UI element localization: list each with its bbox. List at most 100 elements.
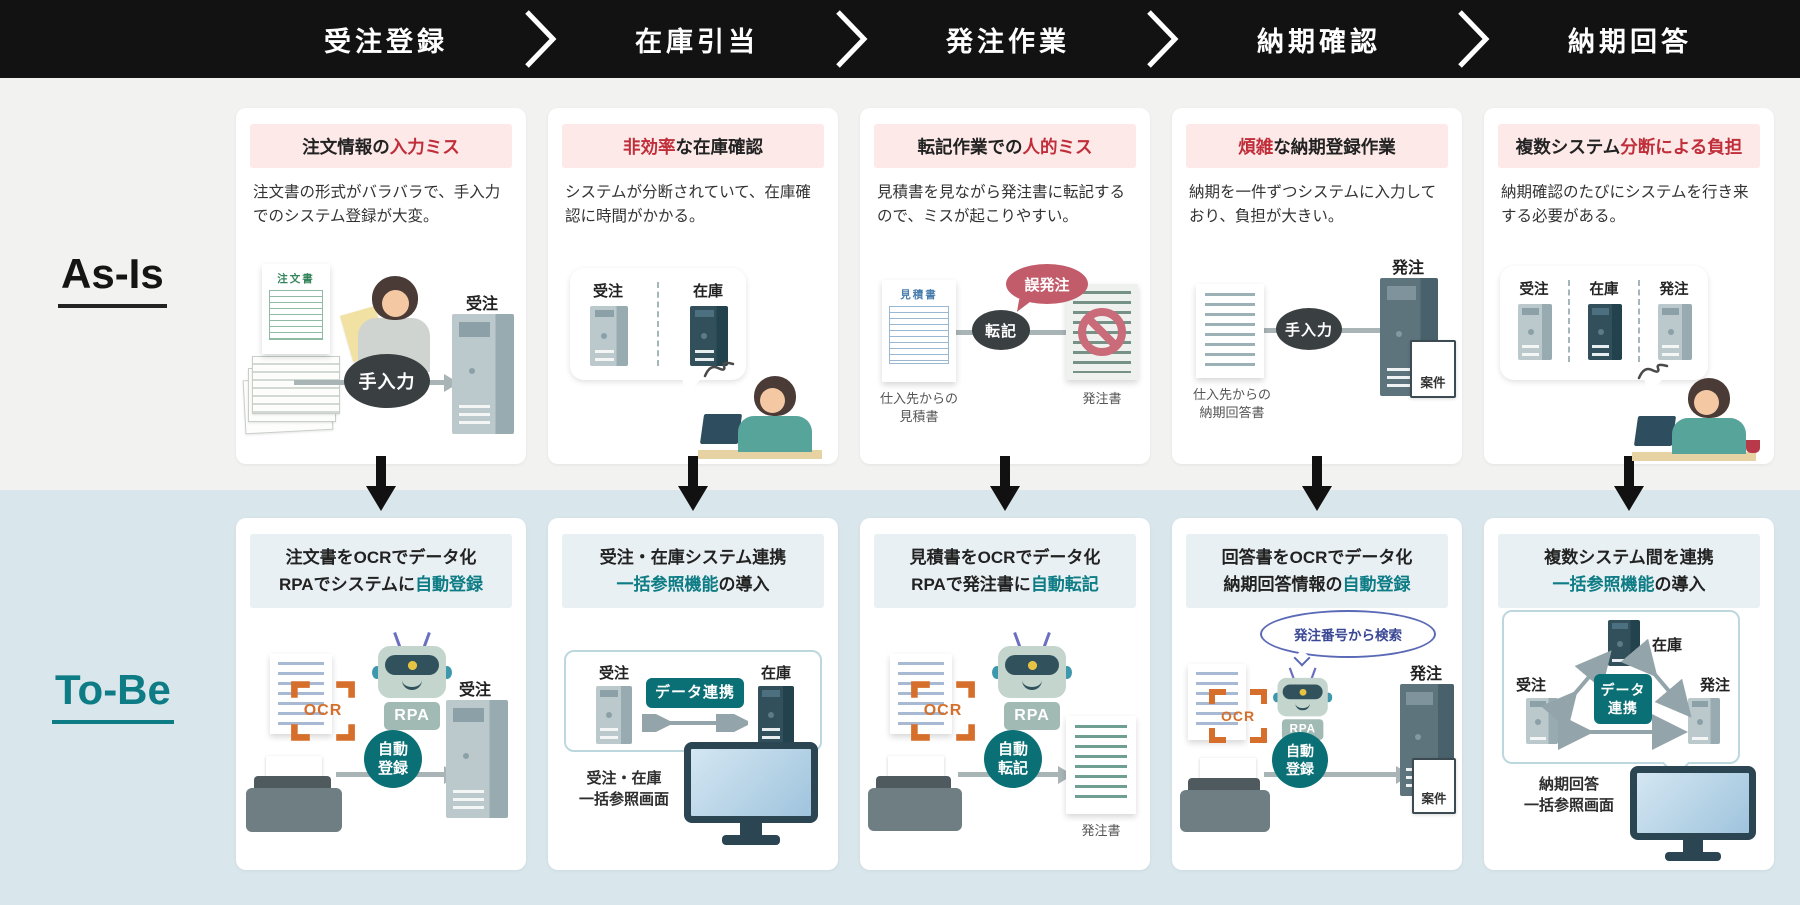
server-icon (1588, 304, 1622, 360)
server-icon (1658, 304, 1692, 360)
scanned-document-icon (1188, 664, 1246, 740)
auto-register-badge: 自動 登録 (1272, 732, 1328, 788)
dashed-divider (1568, 280, 1570, 362)
screen-caption: 納期回答 一括参照画面 (1523, 776, 1614, 814)
scanner-printer-icon (1180, 758, 1270, 834)
server-label: 受注 (458, 682, 491, 699)
problem-title: 煩雑な納期登録作業 (1186, 124, 1448, 168)
asis-to-tobe-arrow (1302, 456, 1332, 514)
double-arrow-icon (642, 714, 748, 732)
prohibition-icon (1078, 308, 1126, 356)
problem-title: 複数システム分断による負担 (1498, 124, 1760, 168)
asis-to-tobe-arrow (678, 456, 708, 514)
server-icon (590, 306, 628, 366)
auto-register-badge: 自動 登録 (364, 730, 422, 788)
tobe-card-inventory-allocation: 受注・在庫システム連携 一括参照機能の導入 受注 在庫 データ連携 受注・在庫 … (548, 518, 838, 870)
chevron-icon (525, 10, 557, 68)
systems-speech-bubble: 受注 在庫 (570, 268, 746, 394)
purchase-order-caption: 発注書 (1081, 823, 1121, 838)
data-link-badge: データ連携 (646, 678, 744, 708)
scanner-printer-icon (246, 756, 342, 836)
dashed-divider (1638, 280, 1640, 362)
auto-transcribe-badge: 自動 転記 (984, 730, 1042, 788)
frustrated-worker-laptop-icon (698, 361, 828, 460)
problem-description: システムが分断されていて、在庫確認に時間がかかる。 (565, 184, 811, 226)
ocr-frame-icon: OCR (910, 678, 976, 744)
screen-caption: 受注・在庫 一括参照画面 (578, 770, 669, 808)
purchase-order-document-icon (1066, 716, 1136, 814)
step-inventory-allocation: 在庫引当 (635, 26, 759, 57)
problem-description: 見積書を見ながら発注書に転記するので、ミスが起こりやすい。 (877, 184, 1126, 226)
frustration-squiggle-icon (1637, 363, 1669, 380)
case-file-icon: 案件 (1412, 758, 1456, 814)
problem-description: 注文書の形式がバラバラで、手入力でのシステム登録が大変。 (253, 184, 501, 226)
rpa-robot-icon: RPA (992, 630, 1072, 734)
tobe-card-delivery-confirmation: 回答書をOCRでデータ化 納期回答情報の自動登録 OCR 発注番号から検索 RP… (1172, 518, 1462, 870)
tobe-card-purchase-work: 見積書をOCRでデータ化 RPAで発注書に自動転記 OCR RPA 自動 転記 … (860, 518, 1150, 870)
case-file-icon: 案件 (1410, 340, 1456, 398)
rpa-tag: RPA (1004, 702, 1060, 730)
solution-title: 注文書をOCRでデータ化 RPAでシステムに自動登録 (250, 534, 512, 609)
rpa-tag: RPA (384, 702, 440, 730)
step-delivery-reply: 納期回答 (1568, 26, 1692, 57)
chevron-icon (1458, 10, 1490, 68)
solution-title: 見積書をOCRでデータ化 RPAで発注書に自動転記 (874, 534, 1136, 609)
scanned-document-icon (270, 654, 332, 734)
linked-systems-box: 在庫 受注 発注 データ 連携 (1502, 610, 1740, 764)
search-by-order-number-bubble: 発注番号から検索 (1260, 610, 1436, 658)
manual-input-label: 手入力 (344, 354, 430, 408)
tobe-row-label: To-Be (52, 666, 174, 724)
rpa-robot-icon: RPA (372, 630, 452, 734)
monitor-icon (1630, 766, 1756, 864)
ocr-frame-icon: OCR (1208, 686, 1268, 746)
server-label: 受注 (465, 296, 498, 313)
problem-description: 納期を一件ずつシステムに入力しており、負担が大きい。 (1189, 184, 1437, 226)
manual-input-label: 手入力 (1276, 308, 1342, 350)
problem-title: 非効率な在庫確認 (562, 124, 824, 168)
step-purchase-work: 発注作業 (946, 26, 1070, 57)
problem-title: 転記作業での人的ミス (874, 124, 1136, 168)
asis-card-inventory-allocation: 非効率な在庫確認 システムが分断されていて、在庫確認に時間がかかる。 受注 在庫 (548, 108, 838, 464)
server-icon (690, 306, 728, 366)
asis-card-delivery-reply: 複数システム分断による負担 納期確認のたびにシステムを行き来する必要がある。 受… (1484, 108, 1774, 464)
coffee-cup-icon (1746, 440, 1760, 453)
step-delivery-confirmation: 納期確認 (1257, 26, 1381, 57)
asis-to-tobe-arrow (990, 456, 1020, 514)
data-link-badge: データ 連携 (1594, 674, 1652, 724)
server-label: 発注 (1391, 260, 1424, 277)
reply-caption: 仕入先からの 納期回答書 (1192, 387, 1271, 421)
linked-systems-box: 受注 在庫 データ連携 (564, 650, 822, 752)
tobe-card-delivery-reply: 複数システム間を連携 一括参照機能の導入 在庫 受注 発注 データ 連携 納期回… (1484, 518, 1774, 870)
transcribe-label: 転記 (972, 310, 1030, 350)
server-icon (1380, 278, 1438, 396)
chevron-icon (1147, 10, 1179, 68)
asis-card-order-registration: 注文情報の入力ミス 注文書の形式がバラバラで、手入力でのシステム登録が大変。 注… (236, 108, 526, 464)
reply-document-icon (1196, 284, 1264, 378)
solution-title: 回答書をOCRでデータ化 納期回答情報の自動登録 (1186, 534, 1448, 609)
order-sheet-document-icon: 注文書 (262, 264, 330, 354)
systems-speech-bubble: 受注 在庫 発注 (1500, 266, 1708, 394)
frustrated-worker-laptop-icon (1632, 363, 1762, 462)
purchase-order-caption: 発注書 (1082, 391, 1122, 406)
scanner-printer-icon (868, 756, 962, 834)
server-icon (452, 314, 514, 434)
quote-document-icon: 見積書 (882, 280, 956, 382)
problem-description: 納期確認のたびにシステムを行き来する必要がある。 (1501, 184, 1749, 226)
asis-row-label: As-Is (58, 250, 167, 308)
triangle-link-arrows-icon (1540, 638, 1692, 750)
server-icon (758, 686, 794, 744)
server-label: 発注 (1409, 666, 1442, 683)
quote-caption: 仕入先からの 見積書 (879, 391, 958, 425)
wrong-order-bubble: 誤発注 (1006, 264, 1088, 304)
server-icon (1518, 304, 1552, 360)
tobe-card-order-registration: 注文書をOCRでデータ化 RPAでシステムに自動登録 OCR RPA 自動 登録… (236, 518, 526, 870)
server-icon (446, 700, 508, 818)
asis-card-delivery-confirmation: 煩雑な納期登録作業 納期を一件ずつシステムに入力しており、負担が大きい。 仕入先… (1172, 108, 1462, 464)
server-icon (1688, 698, 1720, 744)
asis-to-tobe-arrow (1614, 456, 1644, 514)
monitor-icon (684, 742, 818, 848)
asis-card-purchase-work: 転記作業での人的ミス 見積書を見ながら発注書に転記するので、ミスが起こりやすい。… (860, 108, 1150, 464)
process-step-header: 受注登録 在庫引当 発注作業 納期確認 納期回答 (0, 0, 1800, 78)
frustration-squiggle-icon (703, 361, 735, 378)
asis-to-tobe-arrow (366, 456, 396, 514)
